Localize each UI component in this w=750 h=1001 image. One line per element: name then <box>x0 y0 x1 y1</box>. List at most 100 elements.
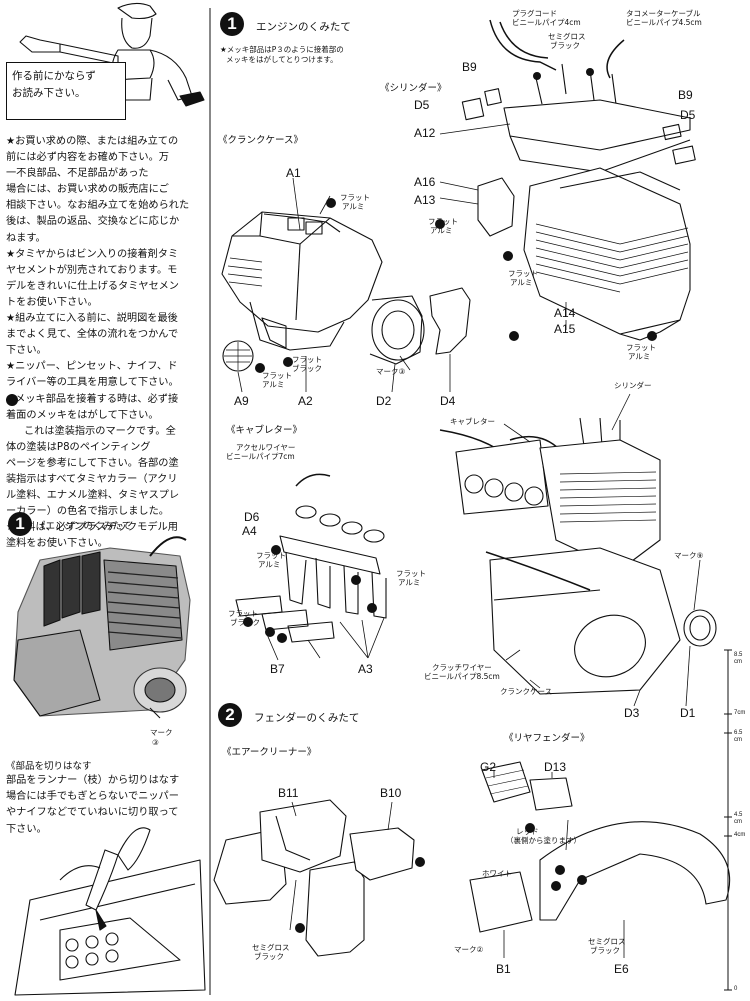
part-b11: B11 <box>278 786 299 800</box>
part-a4: A4 <box>242 524 257 538</box>
flat-black-a2-2: ブラック <box>292 364 322 373</box>
note-line: ★ニッパー、ピンセット、ナイフ、ド <box>6 361 178 373</box>
ruler-mark: 0 <box>734 986 738 992</box>
semigloss-aircleaner-2: ブラック <box>254 952 284 961</box>
ruler-mark: 4.5 <box>734 812 743 818</box>
ruler-mark: 7cm <box>734 710 746 716</box>
ruler-mark: 6.5 <box>734 730 743 736</box>
part-b7: B7 <box>270 662 285 676</box>
assembly-notes: ★お買い求めの際、または組み立ての 前には必ず内容をお確め下さい。万 一不良部品… <box>6 134 206 552</box>
flat-alu-a15-2: アルミ <box>628 352 651 361</box>
flat-alu-cyl: フラット <box>428 217 458 226</box>
accel-label: アクセルワイヤー <box>236 443 296 452</box>
section-crankcase: 《クランクケース》 <box>218 135 304 146</box>
note-line: 前には必ず内容をお確め下さい。万 <box>6 152 169 164</box>
mark3-label: マーク③ <box>376 367 406 376</box>
flat-alu-a9-2: アルミ <box>262 380 285 389</box>
semigloss-aircleaner: セミグロス <box>252 943 290 952</box>
part-a15: A15 <box>554 322 576 336</box>
step2-number: 2 <box>218 703 242 727</box>
rearfender-drawing <box>469 761 731 958</box>
flat-alu-cyl-2: アルミ <box>430 226 453 235</box>
clutch-label: クラッチワイヤー <box>432 663 492 672</box>
cut-line: やナイフなどでていねいに切り取って <box>6 807 179 819</box>
part-a3: A3 <box>358 662 373 676</box>
white-label: ホワイト <box>482 869 512 878</box>
accel-pipe: ビニールパイプ7cm <box>226 452 295 461</box>
paint-note-line: ル塗料、エナメル塗料、タミヤスプレ <box>6 490 180 502</box>
flat-alu-carb-2: アルミ <box>398 578 421 587</box>
part-b9-left: B9 <box>462 60 477 74</box>
paint-note-line: 体の塗装はP8のペインティング <box>6 441 151 453</box>
part-a12: A12 <box>414 126 436 140</box>
step1-number: 1 <box>220 12 244 36</box>
note-line: ねます。 <box>6 232 46 244</box>
note-line: 下さい。 <box>6 345 47 357</box>
flat-black-a2: フラット <box>292 355 322 364</box>
flat-alu-a15: フラット <box>626 343 656 352</box>
step1-note-1: ★メッキ部品はP３のように接着部の <box>220 45 344 54</box>
flat-alu-a4: フラット <box>256 551 286 560</box>
semigloss-label: セミグロス <box>548 32 586 41</box>
part-b9-right: B9 <box>678 88 693 102</box>
section-cylinder: 《シリンダー》 <box>380 83 447 94</box>
part-a16: A16 <box>414 175 436 189</box>
mark9-label: マーク⑨ <box>674 551 704 560</box>
carb-drawing <box>235 473 387 661</box>
tacho-pipe: ビニールパイプ4.5cm <box>626 18 702 27</box>
semigloss-fender: セミグロス <box>588 937 626 946</box>
left-step-title: 《エンジンのくみたて <box>36 521 132 532</box>
crankcase-drawing <box>221 177 471 393</box>
note-line: ヤセメントが別売されております。モ <box>6 264 178 276</box>
ruler-mark: cm <box>734 659 742 665</box>
note-line: ライバー等の工具を用意して下さい。 <box>6 377 179 389</box>
note-line: ★メッキ部品を接着する時は、必ず接 <box>6 393 179 405</box>
paint-note-line: ーカラー）の色名で指示しました。 <box>6 506 169 518</box>
left-step-number: 1 <box>8 512 32 536</box>
paint-note-line: ページを参考にして下さい。各部の塗 <box>6 457 179 469</box>
part-e6: E6 <box>614 962 629 976</box>
flat-alu-a4-2: アルミ <box>258 560 281 569</box>
part-d5-left: D5 <box>414 98 430 112</box>
aircleaner-drawing <box>213 799 415 957</box>
step2-title: フェンダーのくみたて <box>254 712 360 724</box>
plug-cord-label: プラグコード <box>512 9 557 18</box>
part-a9: A9 <box>234 394 249 408</box>
part-d2: D2 <box>376 394 392 408</box>
note-line: までよく見て、全体の流れをつかんで <box>6 329 179 341</box>
flat-black-b7: フラット <box>228 609 258 618</box>
cut-line: 場合には手でもぎとらないでニッパー <box>6 791 179 803</box>
engine-assembled-drawing <box>439 393 717 707</box>
cutting-illustration <box>14 827 206 996</box>
ruler-mark: cm <box>734 819 742 825</box>
warning-line-2: お読み下さい。 <box>12 87 86 99</box>
note-line: ★塗料は、必ずプラスチックモデル用 <box>6 522 178 534</box>
photo-mark-label: マーク <box>150 728 173 737</box>
clutch-pipe: ビニールパイプ8.5cm <box>424 672 500 681</box>
part-a1: A1 <box>286 166 301 180</box>
note-line: 着面のメッキをはがして下さい。 <box>6 409 159 421</box>
note-line: デルをきれいに仕上げるタミヤセメン <box>6 280 179 292</box>
engine-photo <box>8 536 203 725</box>
note-line: 後は、製品の返品、交換などに応じか <box>6 216 180 228</box>
note-line: 塗料をお使い下さい。 <box>6 538 108 550</box>
section-rearfender: 《リヤフェンダー》 <box>504 733 590 744</box>
part-d1: D1 <box>680 706 696 720</box>
semigloss-fender-2: ブラック <box>590 946 620 955</box>
note-line: 場合には、お買い求めの販売店にご <box>6 184 169 196</box>
red-note: （裏側から塗ります） <box>506 836 581 845</box>
ruler-mark: 4cm <box>734 832 746 838</box>
flat-black-b7-2: ブラック <box>230 618 260 627</box>
photo-mark-number: ③ <box>152 738 159 747</box>
note-line: 一不良部品、不足部品があった <box>6 168 149 180</box>
cut-line: 下さい。 <box>6 823 47 835</box>
ruler-mark: 8.5 <box>734 652 743 658</box>
section-aircleaner: 《エアークリーナー》 <box>222 747 317 758</box>
note-line: ★タミヤからはビン入りの接着剤タミ <box>6 248 179 260</box>
flat-alu-a9: フラット <box>262 371 292 380</box>
step1-title: エンジンのくみたて <box>256 21 351 33</box>
part-b1: B1 <box>496 962 511 976</box>
part-b10: B10 <box>380 786 402 800</box>
plug-cord-pipe: ビニールパイプ4cm <box>512 18 581 27</box>
